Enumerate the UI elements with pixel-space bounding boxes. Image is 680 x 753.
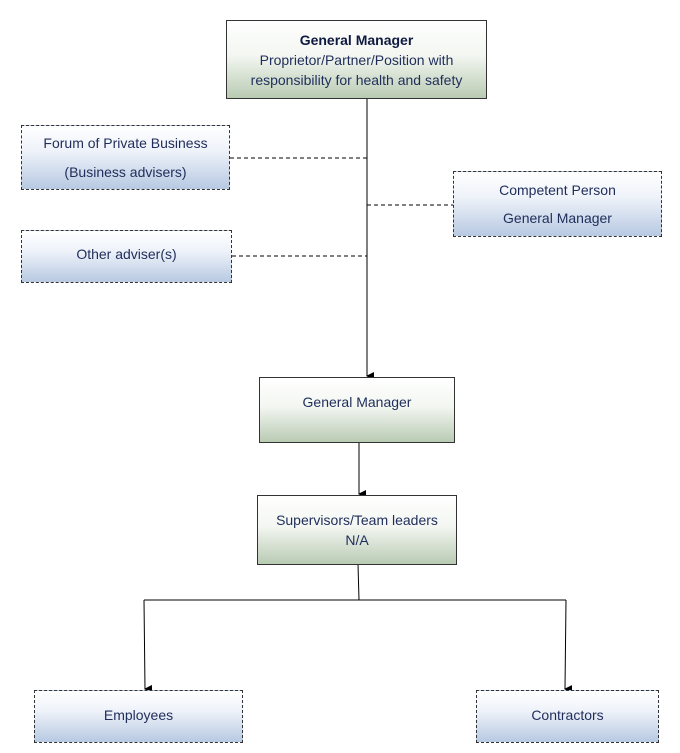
top-general-manager-box: General Manager Proprietor/Partner/Posit… [226,20,487,99]
other-advisers-label: Other adviser(s) [76,246,177,262]
top-title: General Manager [299,31,414,48]
competent-person-box: Competent Person General Manager [453,171,662,237]
other-advisers-box: Other adviser(s) [21,230,232,283]
employees-label: Employees [103,707,174,723]
forum-line1: Forum of Private Business [43,135,208,151]
manager-box: General Manager [259,377,455,443]
competent-line1: Competent Person [499,182,616,198]
contractors-arrow [564,599,573,694]
competent-line2: General Manager [503,210,612,226]
top-line2: responsibility for health and safety [250,71,463,88]
employees-arrow [143,599,153,693]
branch-stem [357,563,360,601]
employees-box: Employees [34,690,243,743]
supervisors-line2: N/A [345,532,369,548]
supervisors-line1: Supervisors/Team leaders [276,512,438,528]
top-line1: Proprietor/Partner/Position with [259,51,454,68]
contractors-label: Contractors [531,707,604,723]
forum-box: Forum of Private Business (Business advi… [21,125,230,190]
manager-label: General Manager [302,394,412,410]
forum-line2: (Business advisers) [64,164,187,180]
supervisors-box: Supervisors/Team leaders N/A [257,495,457,565]
contractors-box: Contractors [476,690,659,743]
